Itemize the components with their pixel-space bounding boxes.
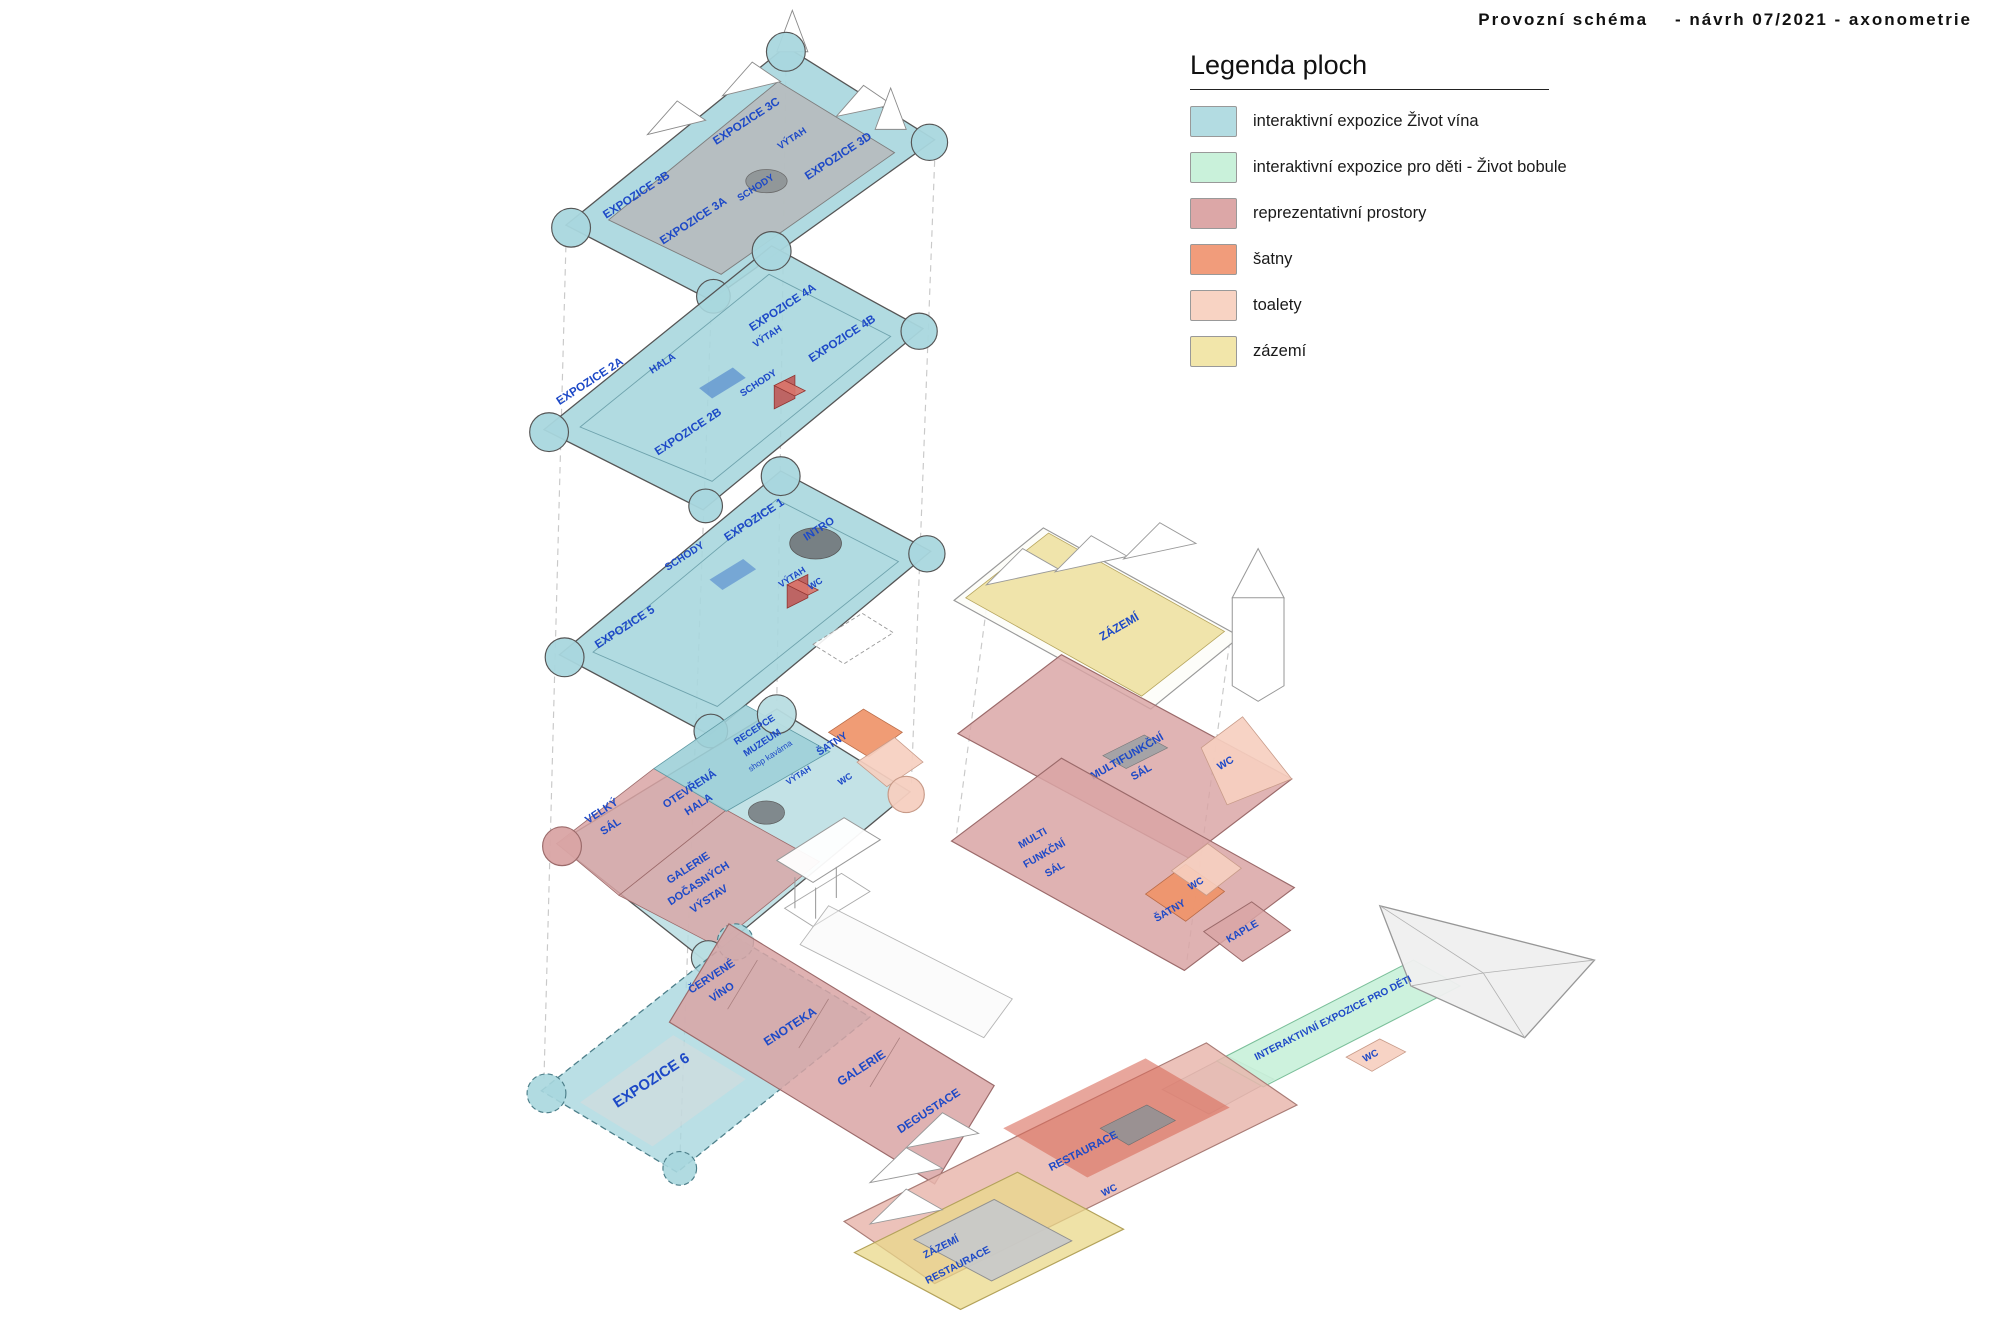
- legend-item: interaktivní expozice Život vína: [1190, 106, 1580, 137]
- stair-glyph: [709, 558, 757, 591]
- corner-tower: [544, 637, 585, 678]
- tower-spire: [1231, 547, 1285, 599]
- room-divider: [727, 959, 758, 1010]
- stage-box: [1102, 734, 1169, 769]
- arcade: [775, 817, 882, 884]
- corner-tower: [688, 488, 724, 524]
- legend-swatch: [1190, 152, 1237, 183]
- funnel-edge: [1379, 905, 1484, 974]
- kaple-area: [1202, 901, 1292, 962]
- legend-item: šatny: [1190, 244, 1580, 275]
- tower-outline: [1231, 581, 1285, 702]
- floor-plate: [950, 757, 1296, 972]
- terrace-plate: [812, 612, 895, 665]
- arcade-lower: [783, 872, 871, 927]
- floor-suteren: EXPOZICE 6ČERVENÉVÍNOENOTEKAGALERIEDEGUS…: [526, 905, 1013, 1186]
- rooftop-dome: [745, 169, 788, 194]
- roof-gable: [835, 84, 894, 118]
- corner-tower: [529, 412, 570, 453]
- stair-dome: [748, 800, 785, 825]
- page-title: Provozní schéma - návrh 07/2021 - axonom…: [1478, 10, 1972, 29]
- legend-item-label: zázemí: [1253, 342, 1307, 360]
- wc-area: [856, 737, 924, 788]
- corner-tower: [542, 826, 583, 867]
- interior-walls: [579, 273, 892, 482]
- zazemi-roof: ZÁZEMÍ: [953, 522, 1285, 710]
- legend-swatch: [1190, 198, 1237, 229]
- restaurace-core: [1003, 1058, 1230, 1178]
- legend-item-label: reprezentativní prostory: [1253, 204, 1427, 222]
- ghost-arcade: [799, 905, 1013, 1039]
- roof-gable: [1053, 535, 1129, 573]
- legend-item: toalety: [1190, 290, 1580, 321]
- funnel-roof: [1378, 904, 1596, 1039]
- projection-guide: [910, 160, 936, 785]
- elevator-shaft-top: [773, 379, 807, 397]
- legend-title: Legenda ploch: [1190, 50, 1549, 90]
- funnel-edge: [1410, 972, 1484, 987]
- legend-item: zázemí: [1190, 336, 1580, 367]
- wc-area: [1170, 843, 1242, 896]
- corner-tower: [526, 1073, 567, 1114]
- corner-tower: [900, 312, 938, 350]
- elevator-shaft-top: [786, 579, 820, 596]
- projection-guide: [956, 608, 987, 834]
- legend-item-label: toalety: [1253, 296, 1302, 314]
- legend: Legenda ploch interaktivní expozice Živo…: [1190, 50, 1580, 382]
- spire: [874, 86, 907, 130]
- roof-gable: [868, 1188, 944, 1225]
- legend-item-label: interaktivní expozice Život vína: [1253, 112, 1479, 130]
- legend-item-label: šatny: [1253, 250, 1293, 268]
- inner-gray: [580, 1035, 746, 1147]
- room-divider: [869, 1037, 901, 1088]
- legend-item-label: interaktivní expozice pro děti - Život b…: [1253, 158, 1567, 176]
- corner-tower: [908, 535, 946, 573]
- roof-gable: [904, 1112, 980, 1149]
- wc-area: [1200, 716, 1293, 806]
- inner-gray: [912, 1198, 1073, 1282]
- legend-swatch: [1190, 290, 1237, 321]
- legend-swatch: [1190, 244, 1237, 275]
- corner-tower: [765, 31, 806, 72]
- roof-gable: [721, 61, 782, 97]
- corner-tower: [551, 207, 592, 248]
- intro-dome: [789, 527, 842, 560]
- legend-item: reprezentativní prostory: [1190, 198, 1580, 229]
- kitchen-box: [1099, 1104, 1177, 1146]
- roof-gable: [646, 100, 707, 136]
- roof-gable: [985, 548, 1061, 586]
- legend-swatch: [1190, 106, 1237, 137]
- corner-tower: [760, 456, 801, 497]
- stair-glyph: [699, 367, 746, 399]
- floor-plate: [558, 470, 932, 736]
- interior-walls: [592, 498, 900, 707]
- legend-item: interaktivní expozice pro děti - Život b…: [1190, 152, 1580, 183]
- roof-gable: [1122, 522, 1198, 560]
- corner-tower: [751, 231, 792, 272]
- corner-tower: [910, 123, 949, 162]
- funnel-edge: [1482, 972, 1525, 1038]
- corner-tower: [887, 775, 925, 814]
- room-divider: [798, 998, 829, 1049]
- legend-swatch: [1190, 336, 1237, 367]
- roof-gable: [868, 1147, 944, 1184]
- corner-tower: [662, 1150, 698, 1186]
- wc-area: [1345, 1038, 1407, 1072]
- corner-tower: [756, 694, 797, 735]
- funnel-edge: [1483, 959, 1595, 974]
